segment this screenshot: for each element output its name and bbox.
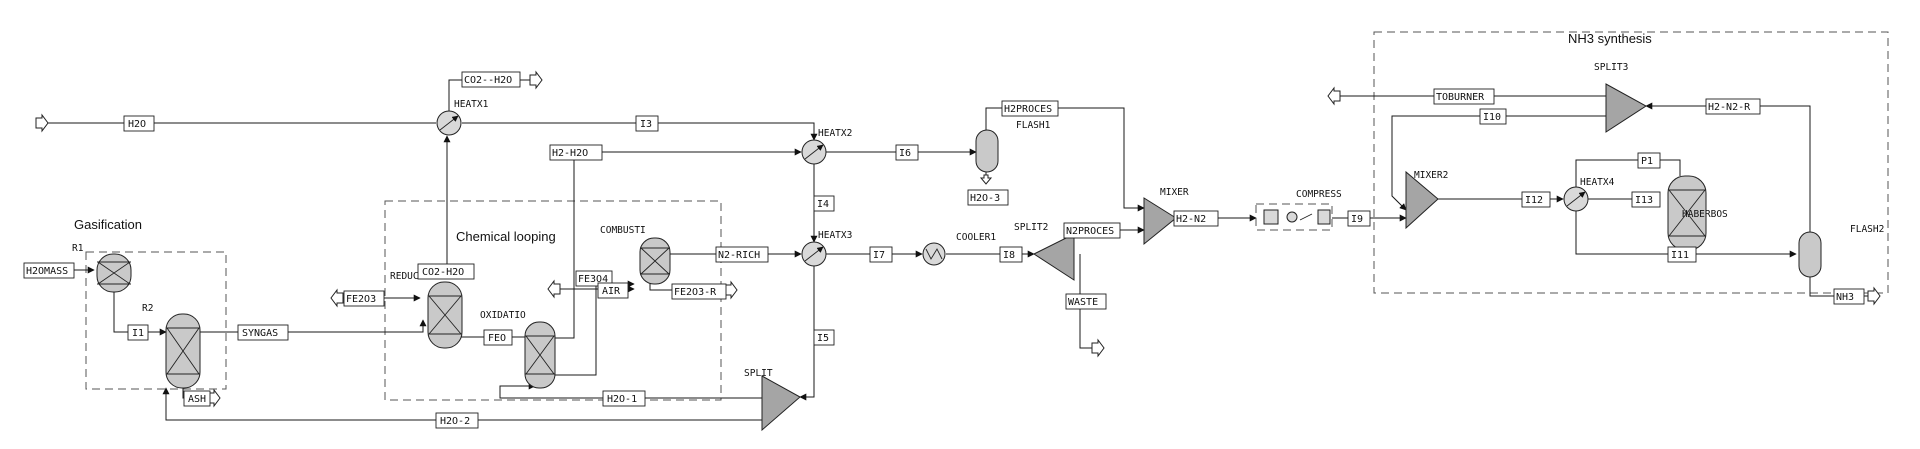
stream-h2proces: H2PROCES [1004, 104, 1052, 115]
air-feed-arrow-icon [547, 279, 561, 299]
toburner-outlet-arrow-icon [1327, 86, 1341, 106]
flash1-label: FLASH1 [1016, 120, 1051, 131]
cooler-cooler1[interactable] [922, 242, 946, 266]
heat-exchanger-heatx3[interactable] [801, 241, 827, 267]
flash-drum-flash2[interactable] [1798, 231, 1822, 278]
stream-fe3o4: FE3O4 [578, 274, 608, 285]
stream-i13: I13 [1635, 195, 1653, 206]
stream-syngas: SYNGAS [242, 328, 278, 339]
heat-exchanger-heatx2[interactable] [801, 139, 827, 165]
reactor-r2[interactable] [165, 313, 201, 389]
stream-air: AIR [602, 286, 621, 297]
chemical-looping-section-box [384, 200, 722, 401]
cooler1-label: COOLER1 [956, 232, 996, 243]
stream-n2proces: N2PROCES [1066, 226, 1114, 237]
h2o-3-outlet-arrow-icon [979, 174, 993, 185]
stream-h2-n2-r: H2-N2-R [1708, 102, 1751, 113]
stream-i1: I1 [132, 328, 144, 339]
chemical-looping-section-label: Chemical looping [456, 229, 556, 244]
stream-i10: I10 [1483, 112, 1501, 123]
stream-i9: I9 [1351, 214, 1363, 225]
stream-lines [46, 79, 1868, 421]
reactor-oxidatio[interactable] [524, 321, 556, 389]
stream-feo: FEO [488, 333, 506, 344]
nh3-synthesis-section-box [1373, 31, 1889, 294]
r1-label: R1 [72, 243, 84, 254]
stream-i6: I6 [899, 148, 911, 159]
heatx4-label: HEATX4 [1580, 177, 1615, 188]
oxidatio-label: OXIDATIO [480, 310, 526, 321]
stream-i12: I12 [1525, 195, 1543, 206]
stream-nh3: NH3 [1836, 292, 1854, 303]
haberbos-label: HABERBOS [1682, 209, 1728, 220]
nh3-synthesis-section-label: NH3 synthesis [1568, 31, 1652, 46]
stream-i5: I5 [817, 333, 829, 344]
combusti-label: COMBUSTI [600, 225, 646, 236]
stream-p1: P1 [1641, 156, 1653, 167]
splitter-split[interactable] [761, 375, 801, 432]
mixer2-label: MIXER2 [1414, 170, 1448, 181]
splitter-split3[interactable] [1605, 83, 1647, 133]
reactor-reduc[interactable] [427, 281, 463, 349]
stream-h2o-1: H2O-1 [607, 394, 637, 405]
stream-co2-h2o: CO2-H2O [422, 267, 464, 278]
stream-i8: I8 [1003, 250, 1015, 261]
h2o-feed-arrow-icon [35, 113, 49, 133]
heatx3-label: HEATX3 [818, 230, 852, 241]
stream-i4: I4 [817, 199, 829, 210]
stream-labels: H2OMASS I1 ASH SYNGAS H2O H2O-2 H2O-1 FE… [23, 71, 1865, 429]
stream-h2omass: H2OMASS [26, 266, 68, 277]
stream-h2-h2o: H2-H2O [552, 148, 588, 159]
stream-n2-rich: N2-RICH [718, 250, 760, 261]
compressor-compress[interactable] [1255, 203, 1333, 231]
compress-label: COMPRESS [1296, 189, 1342, 200]
stream-fe2o3-r: FE2O3-R [674, 287, 717, 298]
r2-label: R2 [142, 303, 153, 314]
stream-h2o: H2O [128, 119, 146, 130]
stream-i7: I7 [873, 250, 885, 261]
port-arrows [35, 70, 1881, 408]
reactor-combusti[interactable] [639, 237, 671, 285]
waste-outlet-arrow-icon [1091, 338, 1105, 358]
heat-exchanger-heatx4[interactable] [1563, 186, 1589, 212]
nh3-outlet-arrow-icon [1867, 286, 1881, 306]
stream-fe2o3: FE2O3 [346, 294, 376, 305]
split3-label: SPLIT3 [1594, 62, 1628, 73]
stream-co2-h2o-top: CO2--H2O [464, 75, 512, 86]
split-label: SPLIT [744, 368, 773, 379]
heatx1-label: HEATX1 [454, 99, 489, 110]
gasification-section-box [85, 251, 227, 390]
stream-h2-n2: H2-N2 [1176, 214, 1206, 225]
stream-h2o-3: H2O-3 [970, 193, 1000, 204]
stream-toburner: TOBURNER [1436, 92, 1485, 103]
stream-i11: I11 [1671, 250, 1689, 261]
reduc-label: REDUC [390, 271, 419, 282]
heatx2-label: HEATX2 [818, 128, 852, 139]
stream-waste: WASTE [1068, 297, 1098, 308]
heat-exchanger-heatx1[interactable] [436, 110, 462, 136]
reactor-r1[interactable] [96, 253, 132, 293]
fe2o3-feed-arrow-icon [330, 288, 344, 308]
stream-ash: ASH [188, 394, 206, 405]
stream-i3: I3 [640, 119, 652, 130]
stream-h2o-2: H2O-2 [440, 416, 470, 427]
flash2-label: FLASH2 [1850, 224, 1884, 235]
mixer-mixer[interactable] [1143, 197, 1177, 246]
splitter-split2[interactable] [1032, 233, 1075, 281]
flash-drum-flash1[interactable] [975, 129, 999, 173]
fe2o3-r-outlet-arrow-icon [724, 280, 738, 300]
gasification-section-label: Gasification [74, 217, 142, 232]
split2-label: SPLIT2 [1014, 222, 1048, 233]
mixer-label: MIXER [1160, 187, 1189, 198]
mixer-mixer2[interactable] [1405, 170, 1439, 230]
co2-h2o-outlet-arrow-icon [529, 70, 543, 90]
